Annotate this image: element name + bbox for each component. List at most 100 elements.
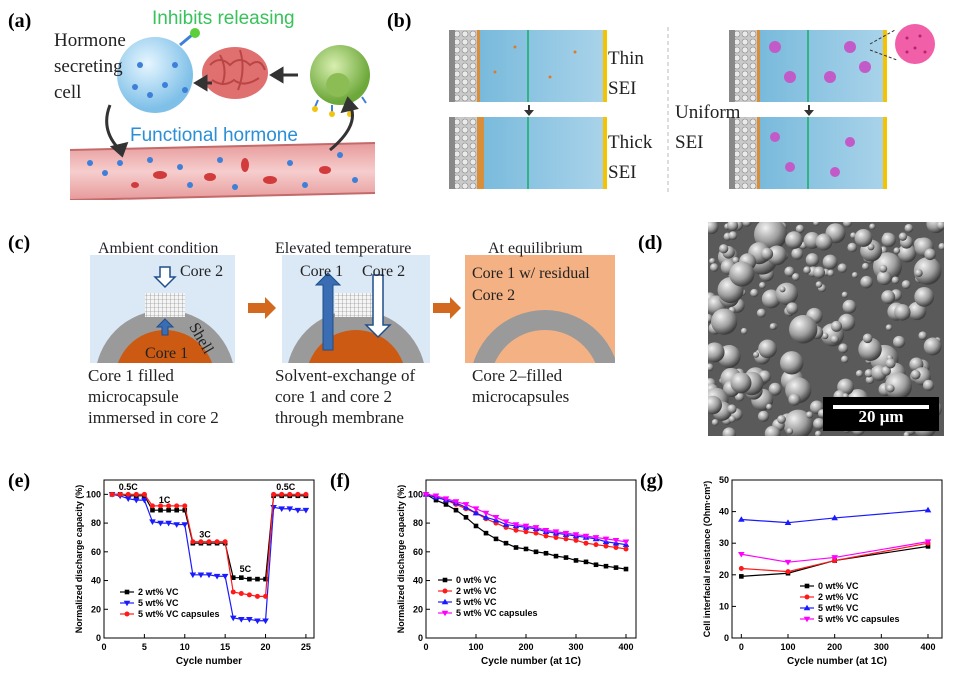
legend-label: 5 wt% VC capsules <box>138 609 220 619</box>
sem-sphere <box>775 282 798 306</box>
data-point <box>158 507 163 513</box>
sem-sphere <box>789 315 818 344</box>
y-tick-label: 80 <box>413 518 423 528</box>
series-line <box>741 509 929 524</box>
data-point <box>198 539 204 545</box>
sem-sphere <box>822 254 838 270</box>
sem-sphere <box>897 243 917 263</box>
sem-sphere <box>764 425 781 436</box>
hormone-line-1: Hormone <box>54 30 126 51</box>
data-point <box>492 515 500 521</box>
x-axis-label: Cycle number <box>176 656 242 667</box>
data-point <box>254 593 260 599</box>
sem-sphere <box>838 343 849 354</box>
core1-label: Core 1 <box>145 345 189 362</box>
data-point <box>472 509 480 516</box>
sem-sphere <box>924 248 936 261</box>
x-axis-label: Cycle number (at 1C) <box>787 656 887 667</box>
sem-sphere <box>750 288 759 298</box>
sem-sphere <box>757 410 770 422</box>
sem-sphere <box>727 222 739 232</box>
data-point <box>463 515 469 520</box>
sem-sphere <box>838 313 856 331</box>
data-point <box>831 514 838 521</box>
y-tick-label: 60 <box>91 547 101 557</box>
sem-sphere <box>922 379 934 391</box>
data-point <box>739 574 744 579</box>
data-point <box>286 506 294 513</box>
data-point <box>603 543 609 549</box>
battery-thick-sei <box>449 117 607 189</box>
data-point <box>166 507 171 513</box>
sem-sphere <box>795 224 805 234</box>
brain-image <box>202 47 268 99</box>
sem-sphere <box>938 243 944 251</box>
data-point <box>532 525 540 531</box>
data-point <box>784 519 792 525</box>
data-point <box>502 519 510 525</box>
sem-sphere <box>914 287 935 307</box>
scale-bar-label: 20 μm <box>858 407 904 426</box>
data-point <box>238 617 245 623</box>
sem-sphere <box>923 337 942 356</box>
y-tick-label: 100 <box>86 489 101 499</box>
sem-sphere <box>769 323 777 330</box>
data-point <box>542 527 550 534</box>
data-point <box>255 576 260 582</box>
data-point <box>432 493 440 500</box>
annotation-label: 0.5C <box>276 482 296 492</box>
sem-sphere <box>842 222 852 228</box>
series-line <box>741 542 929 573</box>
sem-sphere <box>867 243 875 251</box>
caption-equilibrium-2: microcapsules <box>472 387 570 406</box>
sem-sphere <box>864 369 874 378</box>
data-point <box>302 507 310 514</box>
sem-sphere <box>918 331 928 340</box>
data-point <box>247 576 252 582</box>
data-point <box>573 558 579 563</box>
data-point <box>583 540 589 546</box>
annotation-label: 3C <box>199 529 211 539</box>
data-point <box>831 555 838 561</box>
data-point <box>572 532 580 538</box>
y-axis-label: Cell interfacial resistance (Ohm·cm²) <box>702 481 712 638</box>
panel-label-a: (a) <box>8 10 32 32</box>
data-point <box>149 503 155 509</box>
data-point <box>462 502 470 508</box>
sem-sphere <box>847 242 857 253</box>
sem-sphere <box>876 270 892 286</box>
data-point <box>270 504 277 511</box>
legend-label: 2 wt% VC <box>138 587 179 597</box>
y-tick-label: 10 <box>719 601 729 611</box>
panel-label-e: (e) <box>8 470 31 492</box>
x-tick-label: 15 <box>220 642 230 652</box>
ambient-label: Ambient condition <box>98 240 219 257</box>
data-point <box>738 516 745 522</box>
sem-sphere <box>865 375 875 384</box>
data-point <box>563 536 569 542</box>
series-line <box>741 545 929 577</box>
sem-sphere <box>709 258 716 265</box>
equilibrium-box <box>465 255 615 363</box>
sem-sphere <box>708 395 723 415</box>
sem-sphere <box>732 256 740 264</box>
sem-sphere <box>822 332 829 340</box>
data-point <box>443 502 449 507</box>
sem-sphere <box>708 222 719 235</box>
data-point <box>205 572 213 579</box>
sem-sphere <box>708 342 725 363</box>
sem-sphere <box>862 333 873 344</box>
elevated-box <box>282 255 430 363</box>
data-point <box>452 499 460 505</box>
hormone-line-2: secreting <box>54 56 123 77</box>
data-point <box>562 530 570 537</box>
sem-sphere <box>840 355 849 364</box>
data-point <box>785 569 791 575</box>
sem-sphere <box>791 273 800 281</box>
x-tick-label: 100 <box>468 642 483 652</box>
sem-sphere <box>830 335 839 344</box>
x-axis-label: Cycle number (at 1C) <box>481 656 581 667</box>
data-point <box>533 549 539 555</box>
sem-sphere <box>892 335 906 349</box>
